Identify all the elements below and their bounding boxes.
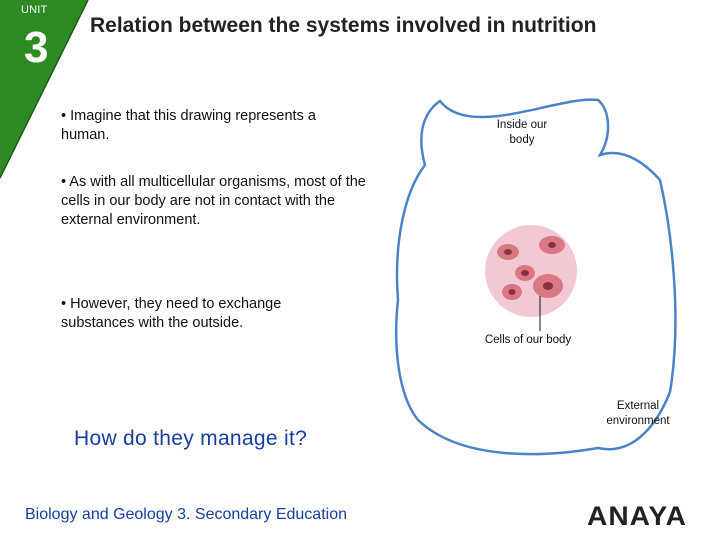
inside-label: Inside our body [496, 119, 548, 146]
cells-label: Cells of our body [484, 334, 572, 346]
question-text: How do they manage it? [74, 427, 308, 450]
unit-corner-banner [0, 0, 89, 179]
body-diagram [394, 98, 677, 456]
body-outline [394, 98, 677, 456]
bullet-exchange: • However, they need to exchange substan… [61, 296, 282, 331]
page-title: Relation between the systems involved in… [90, 14, 597, 37]
anaya-logo: ANAYA [587, 501, 687, 528]
external-label: External environment [606, 400, 670, 427]
unit-label: UNIT [21, 4, 48, 16]
cells-group [497, 236, 565, 300]
logo-text: ANAYA [587, 501, 687, 528]
unit-number: 3 [24, 23, 49, 72]
footer-text: Biology and Geology 3. Secondary Educati… [25, 506, 347, 523]
bullet-imagine: • Imagine that this drawing represents a… [61, 108, 316, 143]
bullet-multicellular: • As with all multicellular organisms, m… [61, 174, 366, 228]
